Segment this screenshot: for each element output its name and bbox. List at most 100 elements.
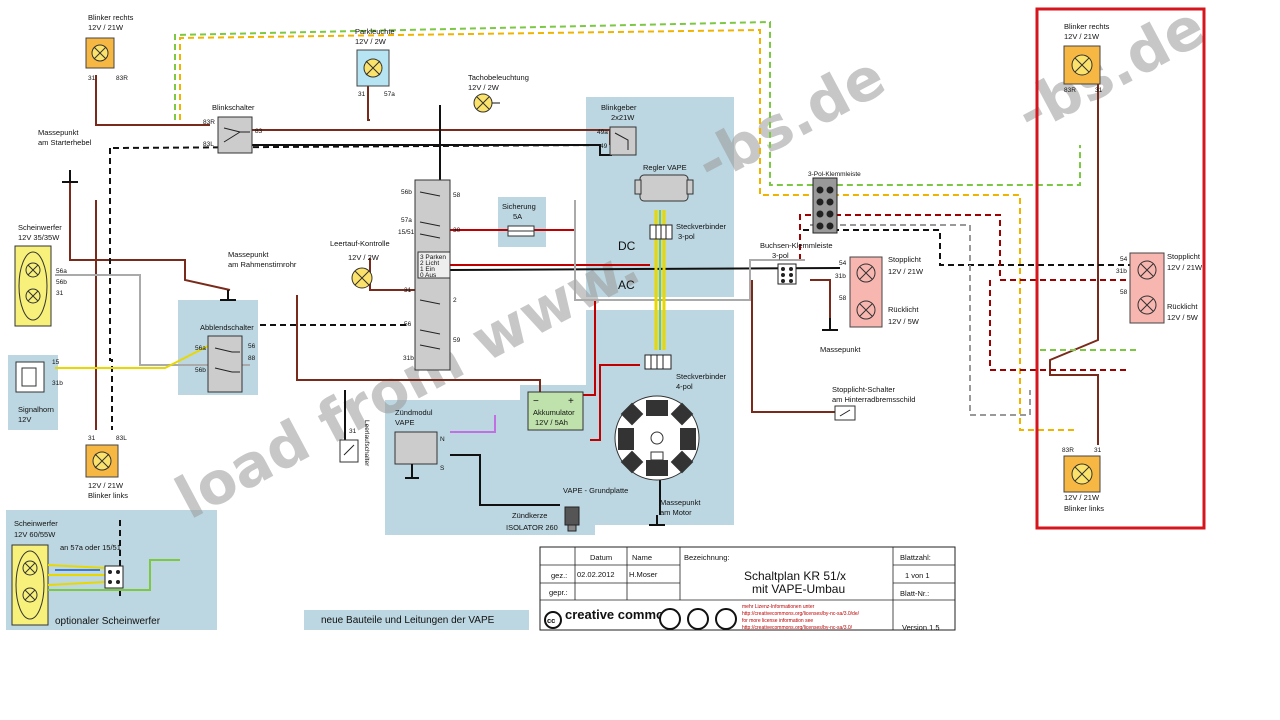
detail-rueck-t1: 58 [1120, 289, 1128, 296]
zs-pos2: 2 Licht [420, 260, 439, 267]
zuendkerze-name: Zündkerze [512, 511, 547, 520]
opt-sw-rating: 12V 60/55W [14, 530, 56, 539]
stecker3-detail: 3-pol [678, 232, 695, 241]
grundplatte-name: VAPE - Grundplatte [563, 486, 628, 495]
zs-pos3: 1 Ein [420, 266, 435, 273]
leerlauf-rating: 12V / 2W [348, 253, 380, 262]
wire-brown-8 [751, 280, 835, 413]
rear-lamp-left: 54 31b 58 Stopplicht 12V / 21W Rücklicht… [820, 255, 924, 354]
blinker-vl-t1: 31 [88, 435, 96, 442]
blinkschalter-t1: 83R [203, 119, 215, 126]
scheinwerfer-t2: 56b [56, 279, 67, 286]
blinkgeber-t2: 49 [600, 143, 608, 150]
zs-t8: 56 [404, 321, 412, 328]
detail-bvr-t2: 31 [1095, 87, 1103, 94]
zuendmodul-detail: VAPE [395, 418, 414, 427]
signalhorn: 15 31b Signalhorn 12V [15, 359, 63, 424]
wire-brown-5 [367, 85, 370, 121]
wire-lila [450, 415, 496, 433]
leerlaufschalter: 31 Leerlaufschalter [339, 420, 370, 467]
cc-logo-text: creative commons [565, 607, 679, 622]
detail-bvr-t1: 83R [1064, 87, 1076, 94]
wire-grey-1 [55, 274, 250, 366]
steckverbinder-3pol: Steckverbinder 3-pol [649, 222, 727, 241]
masse-motor-l2: am Motor [660, 508, 692, 517]
blinkschalter: Blinkschalter 83R 83L 83 [203, 103, 263, 154]
tb-license-1: mehr Lizenz-Informationen unter [742, 604, 815, 610]
zuendmodul-name: Zündmodul [395, 408, 433, 417]
rear-detail-frame: Blinker rechts 12V / 21W 83R 31 54 31b 5… [1035, 7, 1206, 530]
blinkgeber-rating: 2x21W [611, 113, 635, 122]
parkleuchte-t2: 57a [384, 91, 395, 98]
signalhorn-t2: 31b [52, 380, 63, 387]
stoppschalter-l2: am Hinterradbremsschild [832, 395, 915, 404]
scheinwerfer-t3: 31 [56, 290, 64, 297]
blinkschalter-t3: 83 [255, 128, 263, 135]
blinker-vr-t2: 83R [116, 75, 128, 82]
title-block: Datum Name gez.: 02.02.2012 H.Moser gepr… [539, 546, 956, 632]
detail-stop-t2: 31b [1116, 268, 1127, 275]
cc-logo-icon: cc [547, 616, 555, 625]
zuendkerze-detail: ISOLATOR 260 [506, 523, 558, 532]
zs-pos1: 3 Parken [420, 254, 446, 261]
masse-starter-l2: am Starterhebel [38, 138, 92, 147]
zs-t4: 15/51 [398, 229, 415, 236]
zuendmodul: Zündmodul VAPE N S [394, 408, 445, 479]
tb-row-gez: gez.: [551, 571, 567, 580]
zs-t6: 31 [404, 287, 412, 294]
abblend-name: Abblendschalter [200, 323, 254, 332]
label-dc: DC [618, 239, 636, 253]
detail-bvr-rating: 12V / 21W [1064, 32, 1100, 41]
optional-scheinwerfer: Scheinwerfer 12V 60/55W an 57a oder 15/5… [11, 519, 180, 627]
blinker-vl-rating: 12V / 21W [88, 481, 124, 490]
tb-bezeichnung-label: Bezeichnung: [684, 553, 729, 562]
zs-t9: 59 [453, 337, 461, 344]
masse-rahmen-l1: Massepunkt [228, 250, 269, 259]
scheinwerfer-rating: 12V 35/35W [18, 233, 60, 242]
stecker4-name: Steckverbinder [676, 372, 727, 381]
wire-brown-2 [250, 129, 611, 145]
wire-brown-6 [296, 295, 541, 395]
masse-rahmen-l2: am Rahmenstirnrohr [228, 260, 297, 269]
wire-black-dash-2 [112, 144, 601, 149]
sicherung: Sicherung 5A [502, 202, 536, 237]
zs-t1: 56b [401, 189, 412, 196]
zs-pos4: 0 Aus [420, 272, 437, 279]
tb-version: Version 1.5 [902, 623, 940, 632]
wire-brown-7 [369, 258, 415, 291]
scheinwerfer: Scheinwerfer 12V 35/35W 56a 56b 31 [14, 223, 67, 327]
wire-black-3 [449, 267, 841, 271]
zuendschloss: 56b 58 57a 15/51 30 3 Parken 2 Licht 1 E… [398, 179, 461, 371]
zuendmodul-t1: N [440, 436, 445, 443]
steckverbinder-4pol: Steckverbinder 4-pol [644, 354, 727, 391]
tb-title-2: mit VAPE-Umbau [752, 582, 845, 596]
signalhorn-name: Signalhorn [18, 405, 54, 414]
blinker-links-front: 31 83L 12V / 21W Blinker links [85, 435, 128, 500]
blinker-vl-t2: 83L [116, 435, 127, 442]
wire-grey-dash [810, 224, 1031, 416]
parkleuchte: Parkleuchte 12V / 2W 31 57a [355, 27, 395, 98]
detail-bvr-name: Blinker rechts [1064, 22, 1110, 31]
scheinwerfer-name: Scheinwerfer [18, 223, 62, 232]
blinker-vr-name: Blinker rechts [88, 13, 134, 22]
tb-license-3: for more license information see [742, 618, 813, 624]
parkleuchte-name: Parkleuchte [355, 27, 395, 36]
wire-black-5 [450, 454, 560, 506]
detail-stop-name: Stopplicht [1167, 252, 1201, 261]
tb-col-datum: Datum [590, 553, 612, 562]
abblendschalter: Abblendschalter 56a 56 56b 88 [195, 323, 256, 393]
detail-rueck-rating: 12V / 5W [1167, 313, 1199, 322]
legend-neue-bauteile: neue Bauteile und Leitungen der VAPE [321, 615, 495, 626]
stopplicht-l-t2: 31b [835, 273, 846, 280]
wire-brown-9 [810, 279, 831, 330]
akkumulator: − + Akkumulator 12V / 5Ah [527, 391, 584, 431]
blinkgeber-name: Blinkgeber [601, 103, 637, 112]
tacho-rating: 12V / 2W [468, 83, 500, 92]
masse-motor: Massepunkt am Motor [649, 498, 701, 526]
parkleuchte-rating: 12V / 2W [355, 37, 387, 46]
detail-bhl-t1: 83R [1062, 447, 1074, 454]
opt-sw-name: Scheinwerfer [14, 519, 58, 528]
three-pol-label: 3-Pol-Klemmleiste [808, 171, 861, 178]
tb-col-name: Name [632, 553, 652, 562]
stecker3-name: Steckverbinder [676, 222, 727, 231]
